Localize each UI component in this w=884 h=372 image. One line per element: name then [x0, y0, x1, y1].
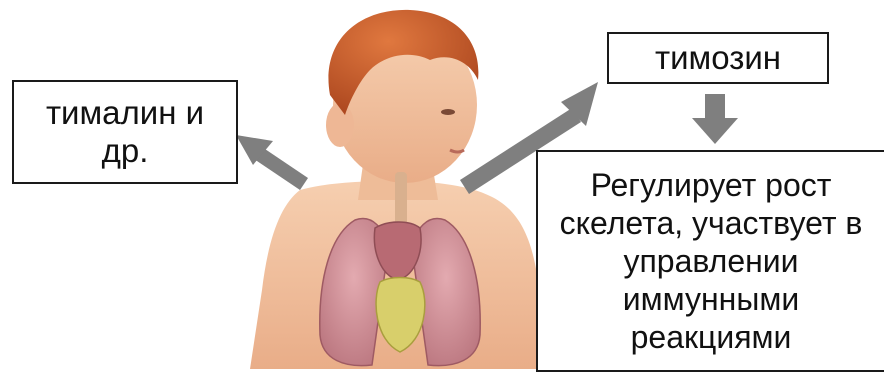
function-line-4: иммунными [560, 280, 863, 318]
function-line-2: скелета, участвует в [560, 204, 863, 242]
thymosin-label: тимозин [655, 39, 781, 77]
thymosin-label-box: тимозин [607, 32, 829, 84]
function-line-1: Регулирует рост [560, 166, 863, 204]
arrow-left-up-icon [236, 135, 308, 190]
timalin-line-1: тималин и [46, 94, 204, 132]
arrow-down-icon [692, 94, 738, 144]
function-description-box: Регулирует рост скелета, участвует в упр… [536, 150, 884, 372]
ear [326, 103, 354, 147]
eye [441, 109, 455, 115]
function-line-5: реакциями [560, 318, 863, 356]
timalin-line-2: др. [46, 132, 204, 170]
timalin-label-box: тималин и др. [12, 80, 238, 184]
function-line-3: управлении [560, 242, 863, 280]
